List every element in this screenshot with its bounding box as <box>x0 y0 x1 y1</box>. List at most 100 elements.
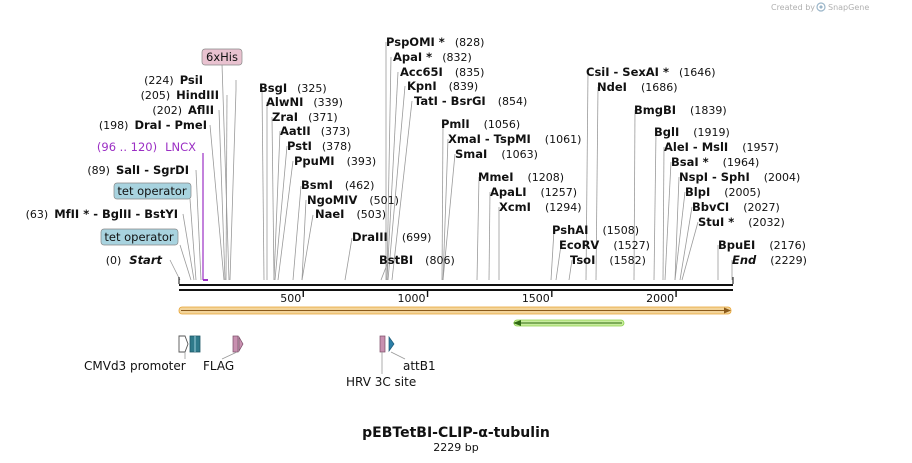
leader-tet-operator-1 <box>189 198 197 281</box>
site-pos: (839) <box>449 80 479 93</box>
leader-apali <box>488 191 491 281</box>
svg-text:End(2229): End(2229) <box>732 253 807 267</box>
hrv-3c-site-feature <box>379 335 386 353</box>
site-name: TatI - BsrGI <box>414 94 486 108</box>
svg-text:(198)DraI - PmeI: (198) DraI - PmeI <box>99 118 207 132</box>
feature-box-6xhis: 6xHis <box>201 48 243 66</box>
svg-text:PshAI(1508): PshAI(1508) <box>552 223 639 237</box>
svg-text:KpnI(839): KpnI(839) <box>407 79 478 93</box>
svg-text:tet operator: tet operator <box>117 184 186 198</box>
svg-text:StuI *(2032): StuI *(2032) <box>698 215 785 229</box>
leader-bsgi <box>261 87 265 281</box>
site-pos: (2027) <box>743 201 780 214</box>
svg-text:CsiI - SexAI *(1646): CsiI - SexAI * (1646) <box>586 65 716 79</box>
site-name: ApaI * <box>393 50 432 64</box>
site-pos: (854) <box>498 95 528 108</box>
site-name: XmaI - TspMI <box>448 132 531 146</box>
start-label: Start <box>129 253 162 267</box>
site-pos: (462) <box>345 179 375 192</box>
cmvd3-promoter-feature <box>178 335 201 353</box>
site-pos: (1646) <box>679 66 716 79</box>
site-pos: (1294) <box>545 201 582 214</box>
flag-feature <box>232 335 244 353</box>
leader-psti <box>274 145 288 281</box>
site-name: Acc65I <box>400 65 443 79</box>
ruler-tick-label: 1000 <box>398 292 426 305</box>
svg-text:(0)Start: (0) Start <box>106 253 163 267</box>
site-name: BpuEI <box>718 238 755 252</box>
leader-acc65i <box>386 71 399 281</box>
site-name: CsiI - SexAI * <box>586 65 669 79</box>
leader-bsmi <box>292 185 302 281</box>
site-name: BsmI <box>301 178 333 192</box>
site-pos: (202) <box>152 104 182 117</box>
svg-text:BsaI *(1964): BsaI * (1964) <box>671 155 759 169</box>
site-pos: (378) <box>322 140 352 153</box>
site-pos: (1964) <box>723 156 760 169</box>
site-pos: (1508) <box>602 224 639 237</box>
leader-pmli <box>441 123 444 281</box>
svg-text:EcoRV(1527): EcoRV(1527) <box>559 238 650 252</box>
svg-text:BpuEI(2176): BpuEI(2176) <box>718 238 806 252</box>
leader-blpi <box>674 191 686 281</box>
svg-text:NspI - SphI(2004): NspI - SphI(2004) <box>679 170 800 184</box>
site-name: BsgI <box>259 81 287 95</box>
site-leader-lines <box>169 42 733 281</box>
svg-text:(202)AflII: (202)AflII <box>152 103 214 117</box>
leader-psii <box>229 80 237 281</box>
leader-ecorv <box>555 244 562 281</box>
leader-6xhis <box>221 63 230 281</box>
site-pos: (835) <box>455 66 485 79</box>
leader-stui <box>681 221 699 281</box>
leader-drai <box>209 124 225 281</box>
site-name: AleI - MslI <box>664 140 728 154</box>
site-name: DraI - PmeI <box>134 118 207 132</box>
sequence-backbone <box>178 277 734 291</box>
reverse-orf-arrow <box>513 319 625 327</box>
svg-text:(224)PsiI: (224) PsiI <box>144 73 203 87</box>
site-name: BsaI * <box>671 155 709 169</box>
attb1-feature <box>388 335 395 353</box>
site-name: DraIII <box>352 230 388 244</box>
svg-text:PpuMI(393): PpuMI(393) <box>294 154 376 168</box>
snapgene-logo-icon <box>816 2 826 12</box>
site-pos: (828) <box>455 36 485 49</box>
start-pos: (0) <box>106 254 122 267</box>
svg-text:(96 .. 120)LNCX: (96 .. 120)LNCX <box>97 140 196 154</box>
svg-text:TatI - BsrGI(854): TatI - BsrGI (854) <box>414 94 527 108</box>
leader-bstbi <box>380 261 389 281</box>
svg-text:BmgBI(1839): BmgBI(1839) <box>634 103 727 117</box>
credit-prefix: Created by <box>771 3 815 12</box>
leader-bsai <box>664 161 672 281</box>
site-name: TsoI <box>570 253 595 267</box>
site-name: ZraI <box>272 110 298 124</box>
feature-label-flag: FLAG <box>203 359 234 373</box>
svg-text:BglI(1919): BglI(1919) <box>654 125 730 139</box>
leader-ppumi <box>277 160 294 281</box>
site-pos: (1063) <box>501 148 538 161</box>
svg-text:SmaI(1063): SmaI(1063) <box>455 147 538 161</box>
svg-text:ApaI *(832): ApaI *(832) <box>393 50 472 64</box>
leader-mmei <box>476 176 480 281</box>
svg-text:BbvCI(2027): BbvCI(2027) <box>692 200 780 214</box>
site-pos: (198) <box>99 119 129 132</box>
site-name: HindIII <box>176 88 219 102</box>
site-name: NaeI <box>315 207 344 221</box>
site-pos: (224) <box>144 74 174 87</box>
svg-text:tet operator: tet operator <box>104 230 173 244</box>
leader-aatii <box>273 130 281 281</box>
svg-text:ZraI(371): ZraI(371) <box>272 110 338 124</box>
site-pos: (2005) <box>724 186 761 199</box>
ruler: 500 1000 1500 2000 <box>280 291 677 305</box>
svg-text:(89)SalI - SgrDI: (89)SalI - SgrDI <box>87 163 189 177</box>
site-name: SalI - SgrDI <box>116 163 189 177</box>
site-pos: (373) <box>321 125 351 138</box>
site-name: PsiI <box>180 73 203 87</box>
svg-text:BstBI(806): BstBI(806) <box>379 253 455 267</box>
svg-text:(63)MfII * - BglII - BstYI: (63)MfII * - BglII - BstYI <box>26 207 178 221</box>
svg-text:(205)HindIII: (205)HindIII <box>141 88 219 102</box>
svg-text:PmlI(1056): PmlI(1056) <box>441 117 520 131</box>
svg-text:BsmI(462): BsmI (462) <box>301 178 374 192</box>
svg-text:XmaI - TspMI(1061): XmaI - TspMI(1061) <box>448 132 581 146</box>
svg-text:AlwNI(339): AlwNI(339) <box>266 95 343 109</box>
